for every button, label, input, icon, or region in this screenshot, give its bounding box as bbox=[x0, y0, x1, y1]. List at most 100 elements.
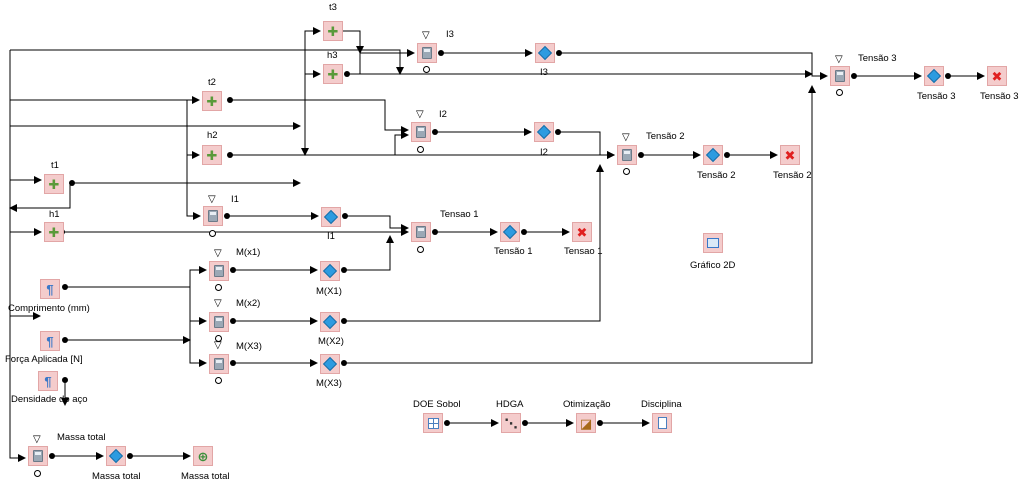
node-I2-calc[interactable] bbox=[411, 122, 431, 142]
port-dot[interactable] bbox=[69, 180, 75, 186]
port-dot[interactable] bbox=[341, 267, 347, 273]
node-densidade[interactable]: ¶ bbox=[38, 371, 58, 391]
node-tensao2-end[interactable]: ✖ bbox=[780, 145, 800, 165]
label-forca: Força Aplicada [N] bbox=[5, 354, 83, 365]
input-marker: ▽ bbox=[422, 30, 430, 41]
label-t3: t3 bbox=[329, 2, 337, 13]
port-dot[interactable] bbox=[62, 377, 68, 383]
port-dot[interactable] bbox=[438, 50, 444, 56]
port-dot[interactable] bbox=[851, 73, 857, 79]
node-I3-out[interactable] bbox=[535, 43, 555, 63]
node-tensao3-out[interactable] bbox=[924, 66, 944, 86]
port-dot[interactable] bbox=[49, 453, 55, 459]
port-dot[interactable] bbox=[597, 420, 603, 426]
node-grafico[interactable] bbox=[703, 233, 723, 253]
node-Mx2-out[interactable] bbox=[320, 312, 340, 332]
connector-wire bbox=[347, 49, 415, 75]
label-t1: t1 bbox=[51, 160, 59, 171]
node-disciplina[interactable] bbox=[652, 413, 672, 433]
node-I3-calc[interactable] bbox=[417, 43, 437, 63]
port-dot[interactable] bbox=[341, 318, 347, 324]
diamond-icon bbox=[322, 314, 338, 330]
plus-icon: ✚ bbox=[206, 147, 218, 163]
node-Mx3-out[interactable] bbox=[320, 354, 340, 374]
port-dot[interactable] bbox=[444, 420, 450, 426]
node-Mx3-calc[interactable] bbox=[209, 354, 229, 374]
node-massa-calc[interactable] bbox=[28, 446, 48, 466]
port-dot[interactable] bbox=[227, 152, 233, 158]
output-marker bbox=[623, 168, 630, 175]
node-massa-out[interactable] bbox=[106, 446, 126, 466]
label-massa-end: Massa total bbox=[181, 471, 230, 482]
node-comprimento[interactable]: ¶ bbox=[40, 279, 60, 299]
port-dot[interactable] bbox=[341, 360, 347, 366]
connector-wire bbox=[344, 235, 394, 271]
label-tensao2-out: Tensão 2 bbox=[697, 170, 736, 181]
diamond-icon bbox=[536, 124, 552, 140]
node-massa-end[interactable]: ⊕ bbox=[193, 446, 213, 466]
label-tensao1-calc: Tensao 1 bbox=[440, 209, 479, 220]
node-hdga[interactable]: ⋱ bbox=[501, 413, 521, 433]
parameter-icon: ¶ bbox=[46, 333, 54, 349]
grid-icon bbox=[427, 417, 439, 429]
node-Mx2-calc[interactable] bbox=[209, 312, 229, 332]
port-dot[interactable] bbox=[127, 453, 133, 459]
label-Mx1-calc: M(x1) bbox=[236, 247, 261, 258]
label-massa-calc: Massa total bbox=[57, 432, 106, 443]
node-forca[interactable]: ¶ bbox=[40, 331, 60, 351]
port-dot[interactable] bbox=[522, 420, 528, 426]
port-dot[interactable] bbox=[555, 129, 561, 135]
connector-wire bbox=[340, 30, 364, 54]
port-dot[interactable] bbox=[342, 213, 348, 219]
port-dot[interactable] bbox=[344, 71, 350, 77]
node-tensao1-out[interactable] bbox=[500, 222, 520, 242]
port-dot[interactable] bbox=[230, 318, 236, 324]
label-densidade: Densidade do aço bbox=[11, 394, 88, 405]
node-h3[interactable]: ✚ bbox=[323, 64, 343, 84]
port-dot[interactable] bbox=[945, 73, 951, 79]
label-h2: h2 bbox=[207, 130, 218, 141]
label-h1: h1 bbox=[49, 209, 60, 220]
port-dot[interactable] bbox=[638, 152, 644, 158]
node-tensao3-calc[interactable] bbox=[830, 66, 850, 86]
port-dot[interactable] bbox=[556, 50, 562, 56]
node-tensao3-end[interactable]: ✖ bbox=[987, 66, 1007, 86]
node-I1-out[interactable] bbox=[321, 207, 341, 227]
scatter-icon: ⋱ bbox=[504, 415, 518, 431]
port-dot[interactable] bbox=[724, 152, 730, 158]
output-marker bbox=[215, 284, 222, 291]
port-dot[interactable] bbox=[432, 229, 438, 235]
node-doe-sobol[interactable] bbox=[423, 413, 443, 433]
label-I2-out: I2 bbox=[540, 147, 548, 158]
node-h1[interactable]: ✚ bbox=[44, 222, 64, 242]
calculator-icon bbox=[622, 149, 632, 161]
port-dot[interactable] bbox=[62, 284, 68, 290]
diamond-icon bbox=[705, 147, 721, 163]
monitor-icon bbox=[707, 238, 719, 248]
node-tensao2-out[interactable] bbox=[703, 145, 723, 165]
node-tensao1-calc[interactable] bbox=[411, 222, 431, 242]
port-dot[interactable] bbox=[521, 229, 527, 235]
node-tensao1-end[interactable]: ✖ bbox=[572, 222, 592, 242]
port-dot[interactable] bbox=[230, 360, 236, 366]
node-otimizacao[interactable]: ◪ bbox=[576, 413, 596, 433]
node-Mx1-calc[interactable] bbox=[209, 261, 229, 281]
port-dot[interactable] bbox=[432, 129, 438, 135]
port-dot[interactable] bbox=[62, 337, 68, 343]
node-t1[interactable]: ✚ bbox=[44, 174, 64, 194]
node-I2-out[interactable] bbox=[534, 122, 554, 142]
output-marker bbox=[423, 66, 430, 73]
port-dot[interactable] bbox=[227, 97, 233, 103]
label-doe-sobol: DOE Sobol bbox=[413, 399, 461, 410]
node-t2[interactable]: ✚ bbox=[202, 91, 222, 111]
connector-wire bbox=[189, 287, 207, 325]
node-t3[interactable]: ✚ bbox=[323, 21, 343, 41]
node-Mx1-out[interactable] bbox=[320, 261, 340, 281]
connector-wire bbox=[189, 321, 207, 367]
node-tensao2-calc[interactable] bbox=[617, 145, 637, 165]
node-h2[interactable]: ✚ bbox=[202, 145, 222, 165]
port-dot[interactable] bbox=[224, 213, 230, 219]
port-dot[interactable] bbox=[230, 267, 236, 273]
node-I1-calc[interactable] bbox=[203, 206, 223, 226]
